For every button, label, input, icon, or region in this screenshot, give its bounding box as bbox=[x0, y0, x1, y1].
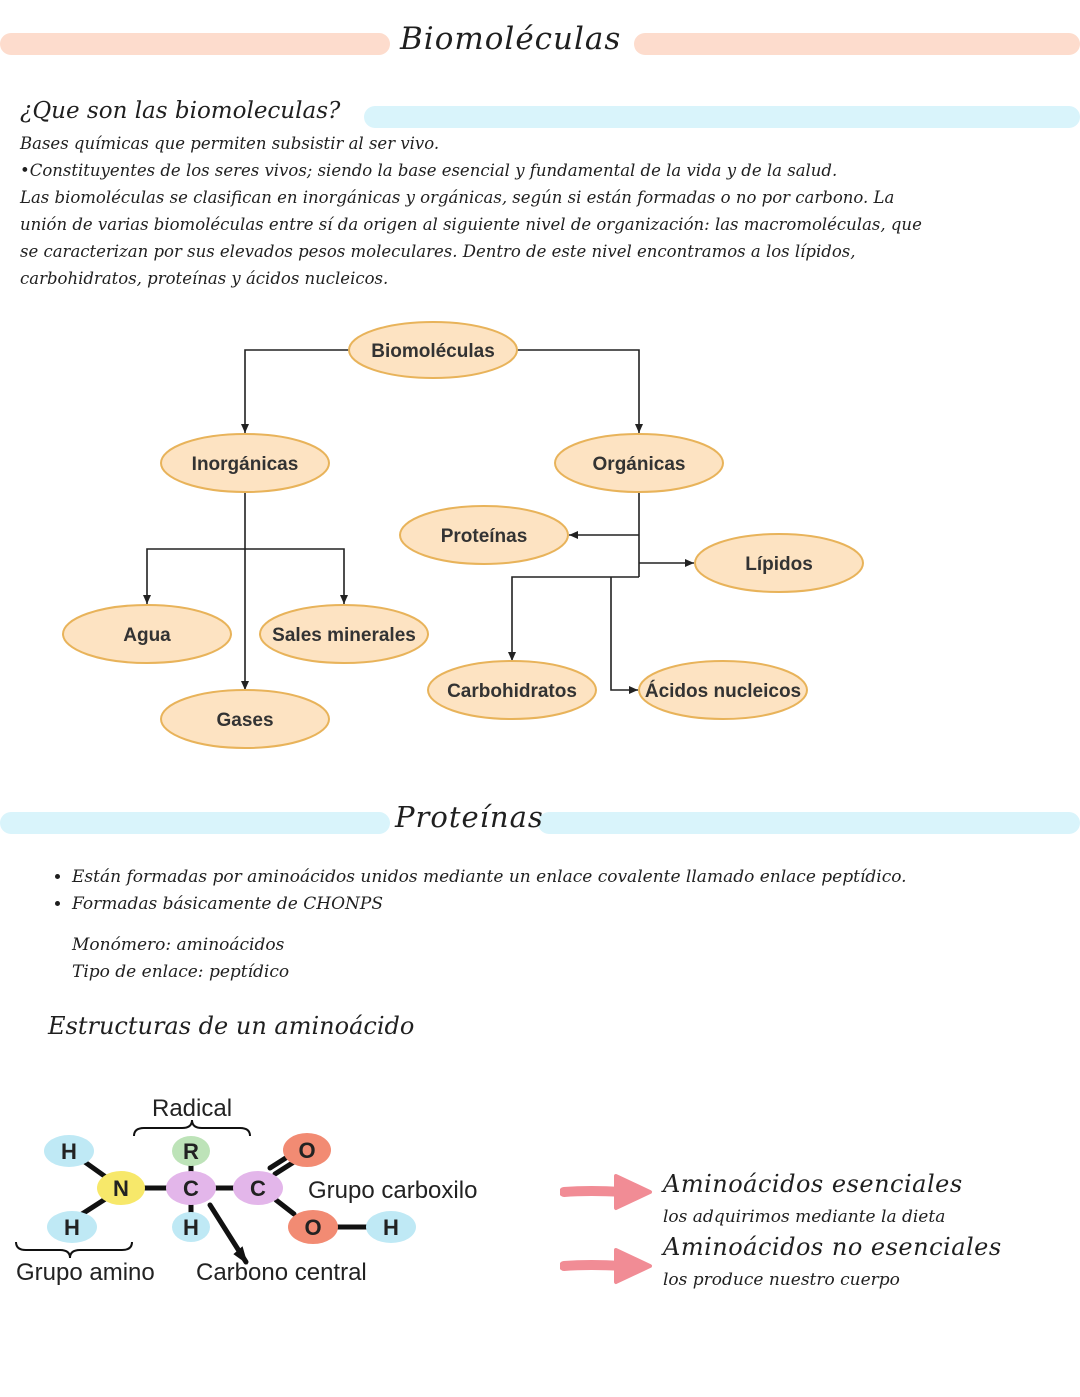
node-organic-label: Orgánicas bbox=[593, 454, 686, 475]
node-carbohidratos-label: Carbohidratos bbox=[447, 681, 577, 702]
intro-line: carbohidratos, proteínas y ácidos nuclei… bbox=[20, 269, 389, 288]
essential-title: Aminoácidos esenciales bbox=[663, 1170, 963, 1198]
atom-o-hydroxyl bbox=[288, 1210, 338, 1244]
node-proteinas-label: Proteínas bbox=[441, 526, 528, 547]
proteins-title: Proteínas bbox=[395, 800, 544, 834]
intro-paragraph: Bases químicas que permiten subsistir al… bbox=[20, 130, 922, 292]
node-root bbox=[348, 321, 518, 379]
intro-line: •Constituyentes de los seres vivos; sien… bbox=[20, 161, 838, 180]
amino-acid-structure: H N H R C H C O O H Radical Grupo carbox… bbox=[15, 1095, 477, 1286]
edge-organic-carbohidratos bbox=[508, 576, 639, 661]
proteins-bond: Tipo de enlace: peptídico bbox=[72, 962, 290, 982]
atom-h-top bbox=[44, 1135, 94, 1167]
label-amino-group: Grupo amino bbox=[16, 1259, 155, 1286]
amino-title: Estructuras de un aminoácido bbox=[48, 1012, 415, 1040]
node-root-label: Biomoléculas bbox=[371, 341, 495, 362]
title-bar-left bbox=[0, 33, 390, 55]
node-agua-label: Agua bbox=[123, 625, 171, 646]
atom-o-double-label: O bbox=[298, 1138, 315, 1163]
node-organic bbox=[554, 433, 724, 493]
nonessential-desc: los produce nuestro cuerpo bbox=[663, 1270, 900, 1290]
node-gases bbox=[160, 689, 330, 749]
atom-o-hydroxyl-label: O bbox=[304, 1215, 321, 1240]
node-inorganic-label: Inorgánicas bbox=[192, 454, 299, 475]
edge-root-organic bbox=[515, 349, 643, 433]
atom-c-central bbox=[166, 1171, 216, 1205]
atom-o-double bbox=[283, 1133, 331, 1167]
atom-h-hydroxyl bbox=[366, 1211, 416, 1243]
atom-h-hydroxyl-label: H bbox=[383, 1215, 399, 1240]
nonessential-title: Aminoácidos no esenciales bbox=[663, 1233, 1002, 1261]
nonessential-arrow-icon bbox=[560, 1248, 652, 1284]
label-carboxyl: Grupo carboxilo bbox=[308, 1177, 477, 1204]
intro-line: unión de varias biomoléculas entre sí da… bbox=[20, 215, 922, 234]
intro-question: ¿Que son las biomoleculas? bbox=[20, 98, 341, 124]
edge-inorganic-agua bbox=[143, 548, 245, 604]
node-inorganic bbox=[160, 433, 330, 493]
atom-r bbox=[172, 1136, 210, 1166]
intro-line: Bases químicas que permiten subsistir al… bbox=[20, 134, 440, 153]
atom-c-carboxyl-label: C bbox=[250, 1176, 266, 1201]
edge-organic-acidos bbox=[610, 577, 638, 694]
atom-h-top-label: H bbox=[61, 1139, 77, 1164]
atom-c-carboxyl bbox=[233, 1171, 283, 1205]
proteins-bar-left bbox=[0, 812, 390, 834]
edge-inorganic-sales bbox=[245, 548, 348, 604]
node-lipidos bbox=[694, 533, 864, 593]
node-gases-label: Gases bbox=[216, 710, 273, 731]
proteins-bullet: Formadas básicamente de CHONPS bbox=[72, 891, 1060, 918]
atom-r-label: R bbox=[183, 1139, 199, 1164]
biomolecule-diagram: Biomoléculas Inorgánicas Orgánicas Prote… bbox=[62, 321, 864, 749]
node-acidos-label: Ácidos nucleicos bbox=[645, 680, 801, 702]
atom-c-central-label: C bbox=[183, 1176, 199, 1201]
node-sales bbox=[259, 604, 429, 664]
node-proteinas bbox=[399, 505, 569, 565]
label-central-carbon: Carbono central bbox=[196, 1259, 367, 1286]
atom-n bbox=[97, 1171, 145, 1205]
node-agua bbox=[62, 604, 232, 664]
atom-h-bottom-label: H bbox=[64, 1215, 80, 1240]
essential-desc: los adquirimos mediante la dieta bbox=[663, 1207, 946, 1227]
node-acidos bbox=[638, 660, 808, 720]
node-carbohidratos bbox=[427, 660, 597, 720]
atom-n-label: N bbox=[113, 1176, 129, 1201]
edge-root-inorganic bbox=[241, 349, 350, 433]
proteins-monomer: Monómero: aminoácidos bbox=[72, 935, 285, 955]
intro-line: se caracterizan por sus elevados pesos m… bbox=[20, 242, 856, 261]
atom-h-central-label: H bbox=[183, 1215, 199, 1240]
node-lipidos-label: Lípidos bbox=[745, 554, 813, 575]
proteins-bullet: Están formadas por aminoácidos unidos me… bbox=[72, 864, 1060, 891]
node-sales-label: Sales minerales bbox=[272, 625, 416, 646]
essential-arrow-icon bbox=[560, 1174, 652, 1210]
proteins-bullets: Están formadas por aminoácidos unidos me… bbox=[20, 864, 1060, 918]
intro-line: Las biomoléculas se clasifican en inorgá… bbox=[20, 188, 895, 207]
atom-h-bottom bbox=[47, 1211, 97, 1243]
page-title: Biomoléculas bbox=[400, 21, 622, 57]
label-radical: Radical bbox=[152, 1095, 232, 1122]
title-bar-right bbox=[634, 33, 1080, 55]
atom-h-central bbox=[172, 1212, 210, 1242]
question-bar bbox=[364, 106, 1080, 128]
proteins-bar-right bbox=[538, 812, 1080, 834]
